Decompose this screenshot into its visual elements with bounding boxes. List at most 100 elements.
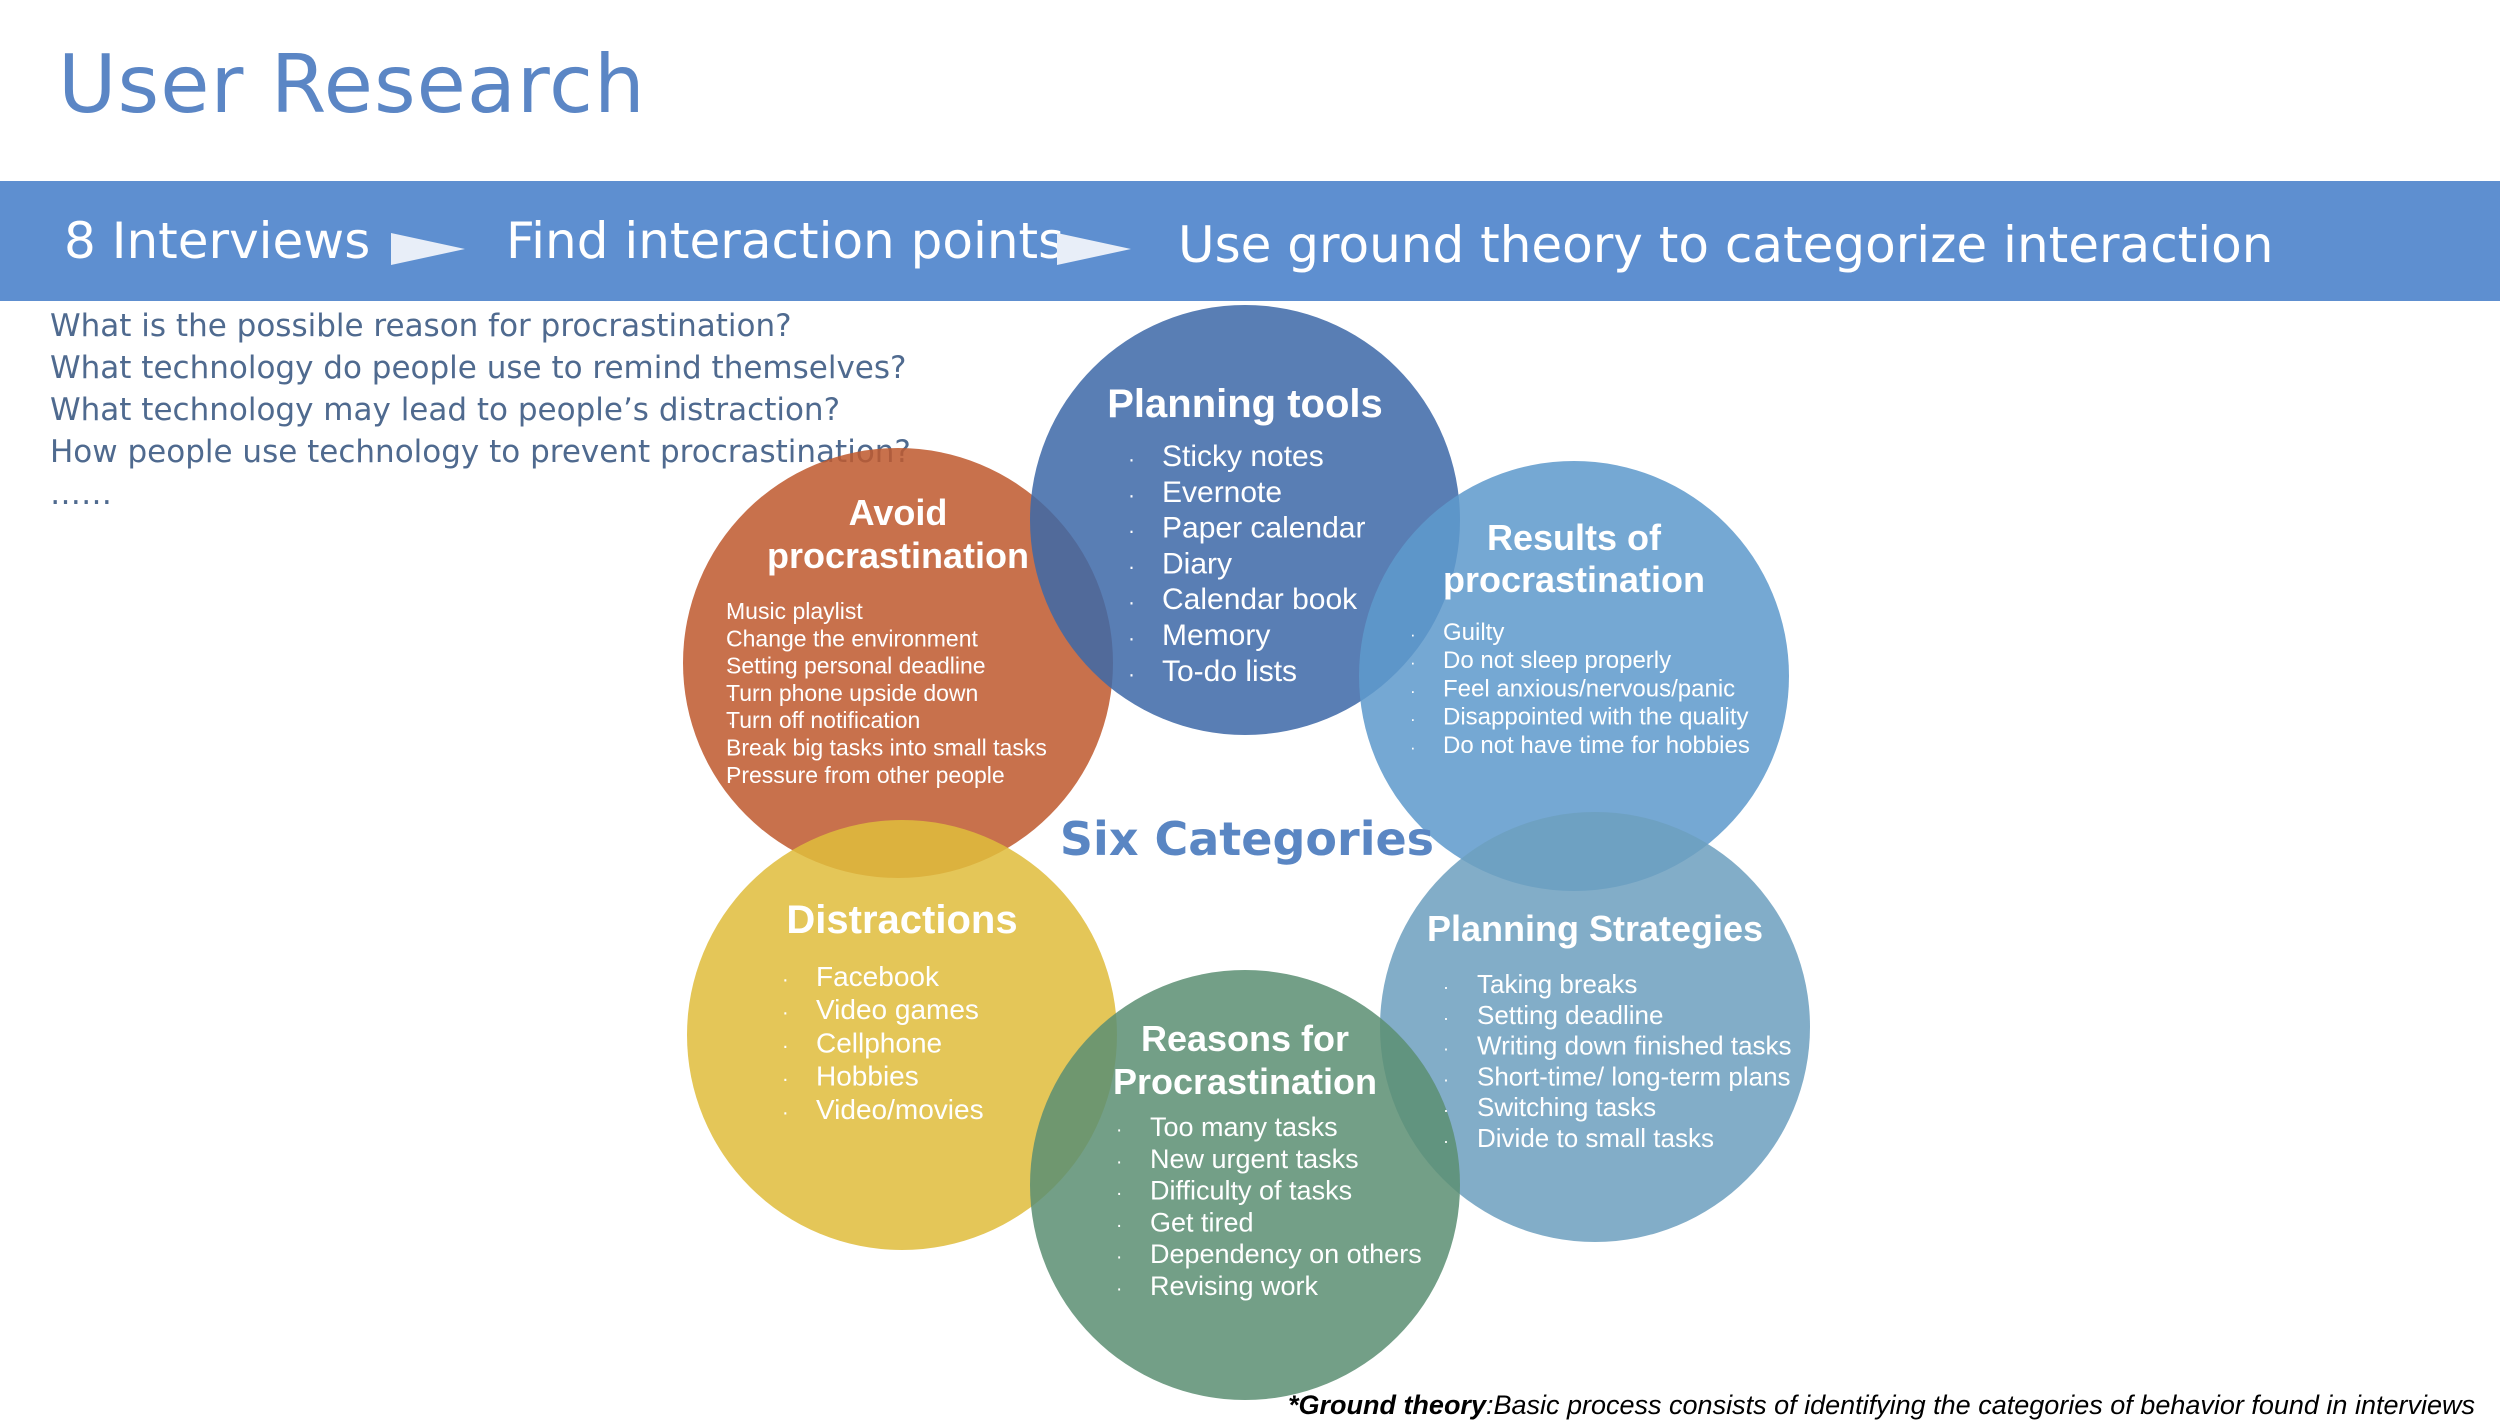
bullet-icon: · [728,770,733,787]
bullet-icon: · [1116,1279,1122,1300]
category-circle-planning-tools [1030,305,1460,735]
category-circle-distractions [687,820,1117,1250]
category-item: Break big tasks into small tasks [726,735,1047,761]
category-item: Paper calendar [1162,512,1365,545]
category-title: Reasons for [1141,1018,1349,1059]
category-item: Video/movies [816,1094,984,1125]
bullet-icon: · [1410,653,1416,672]
category-item: Taking breaks [1477,969,1637,999]
category-item: Switching tasks [1477,1092,1656,1122]
category-item: Video games [816,994,979,1025]
bullet-icon: · [1443,1008,1449,1028]
bullet-icon: · [1443,1069,1449,1089]
bullet-icon: · [1128,663,1135,686]
category-title: Distractions [786,898,1017,942]
category-item: Turn phone upside down [726,680,978,706]
bullet-icon: · [1116,1184,1122,1205]
category-item: Evernote [1162,476,1282,509]
category-title: Results of [1487,517,1662,558]
category-item: Pressure from other people [726,762,1005,788]
category-item: Dependency on others [1150,1239,1422,1269]
footnote-term: *Ground theory [1287,1390,1486,1420]
bullet-icon: · [1410,738,1416,757]
category-item: Facebook [816,961,940,992]
question-item: What technology do people use to remind … [50,350,907,386]
bullet-icon: · [1410,710,1416,729]
category-planning-tools: Planning tools · Sticky notes · Evernote · Pap… [1107,382,1383,688]
bullet-icon: · [728,688,733,705]
category-item: Setting deadline [1477,1000,1663,1030]
category-circle-avoid [683,448,1113,878]
bullet-icon: · [728,715,733,732]
category-item: Sticky notes [1162,440,1324,473]
category-item: Do not sleep properly [1443,647,1671,674]
bullet-icon: · [1128,484,1135,507]
category-item: Do not have time for hobbies [1443,732,1750,759]
category-item: Calendar book [1162,583,1358,616]
bullet-icon: · [1116,1120,1122,1141]
bullet-icon: · [728,743,733,760]
bullet-icon: · [782,969,789,991]
category-circle-planning-strategies [1380,812,1810,1242]
research-questions: What is the possible reason for procrast… [50,305,911,515]
bullet-icon: · [782,1069,789,1091]
bullet-icon: · [1128,555,1135,578]
category-item: Diary [1162,547,1232,580]
category-item: Hobbies [816,1061,919,1092]
bullet-icon: · [782,1035,789,1057]
category-item: Change the environment [726,625,978,651]
bullet-icon: · [782,1102,789,1124]
category-item: New urgent tasks [1150,1144,1359,1174]
footnote-text: :Basic process consists of identifying t… [1485,1390,2475,1420]
category-title: Avoid [849,492,948,533]
step-ground-theory: Use ground theory to categorize interact… [1178,216,2274,274]
category-circle-reasons [1030,970,1460,1400]
footnote: *Ground theory:Basic process consists of… [1288,1390,2475,1421]
category-item: Get tired [1150,1207,1254,1237]
bullet-icon: · [1116,1215,1122,1236]
category-circles [683,305,1810,1400]
category-item: Memory [1162,619,1270,652]
center-label: Six Categories [1060,812,1434,866]
bullet-icon: · [1410,625,1416,644]
category-planning-strategies: Planning Strategies · Taking breaks · Settin… [1427,908,1792,1153]
bullet-icon: · [1443,1039,1449,1059]
category-distractions: Distractions·Facebook·Video games· Cellp… [782,898,1018,1125]
category-item: Turn off notification [726,707,920,733]
bullet-icon: · [1128,520,1135,543]
bullet-icon: · [728,606,733,623]
category-title: Planning tools [1107,382,1383,426]
category-title: Planning Strategies [1427,908,1763,949]
page-title: User Research [58,38,646,131]
bullet-icon: · [1128,448,1135,471]
category-item: Revising work [1150,1271,1319,1301]
step-interviews: 8 Interviews [64,212,371,270]
category-title: procrastination [767,535,1029,576]
category-item: Writing down finished tasks [1477,1031,1792,1061]
bullet-icon: · [1443,1131,1449,1151]
step-find-points: Find interaction points [506,212,1065,270]
category-circle-results [1359,461,1789,891]
bullet-icon: · [1128,591,1135,614]
bullet-icon: · [1116,1152,1122,1173]
category-item: Guilty [1443,619,1504,646]
bullet-icon: · [728,633,733,650]
category-item: Divide to small tasks [1477,1123,1714,1153]
question-ellipsis: …… [50,476,112,512]
question-item: How people use technology to prevent pro… [50,434,911,470]
bullet-icon: · [1410,681,1416,700]
bullet-icon: · [1116,1247,1122,1268]
arrow-icon [391,233,465,265]
arrow-icon [1057,233,1131,265]
bullet-icon: · [1443,977,1449,997]
category-item: Short-time/ long-term plans [1477,1061,1791,1091]
bullet-icon: · [1128,627,1135,650]
category-item: Disappointed with the quality [1443,704,1749,731]
category-item: Music playlist [726,598,863,624]
process-banner: 8 Interviews Find interaction points Use… [0,181,2500,301]
